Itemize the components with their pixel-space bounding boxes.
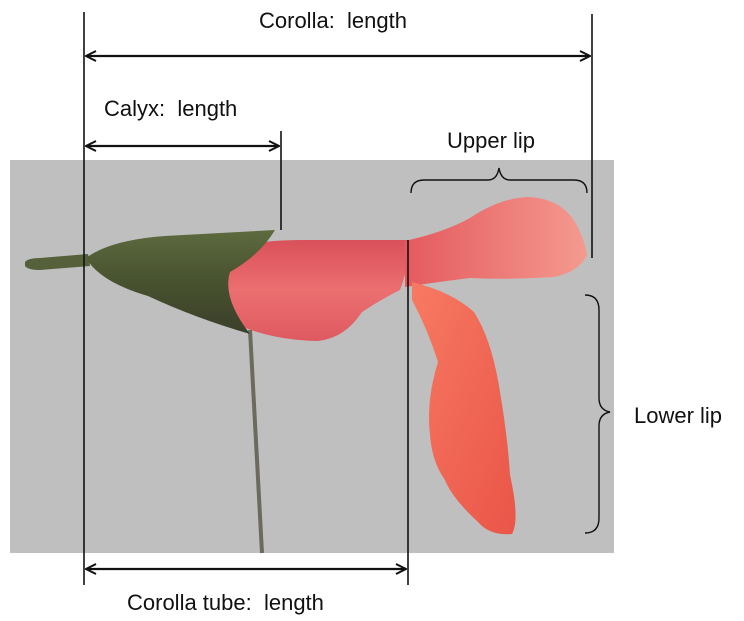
calyx-length-label: Calyx: length (104, 98, 237, 120)
corolla-length-label: Corolla: length (259, 10, 407, 32)
corolla-tube-length-label: Corolla tube: length (127, 592, 324, 614)
upper-lip-label: Upper lip (447, 130, 535, 152)
lower-lip-label: Lower lip (634, 405, 722, 427)
